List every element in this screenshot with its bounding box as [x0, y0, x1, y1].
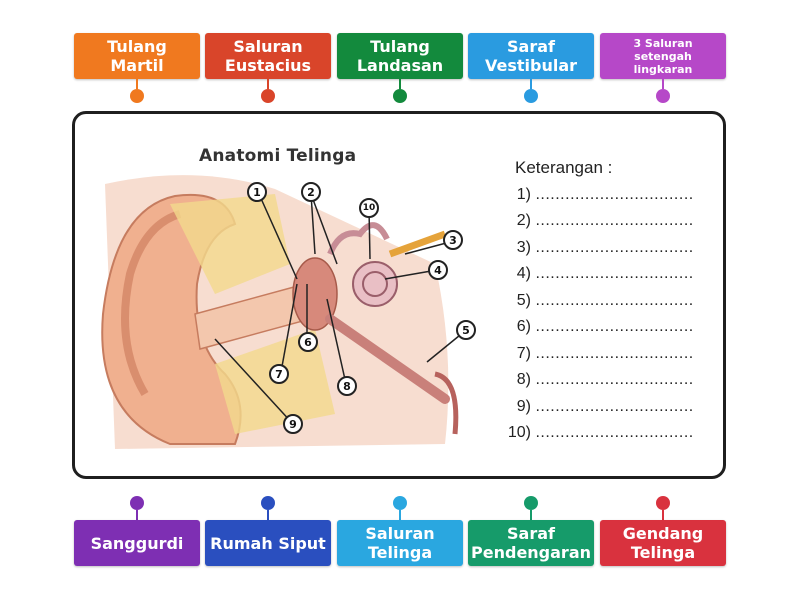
bottom-tile-saraf-pendengaran[interactable]: Saraf Pendengaran — [468, 520, 594, 566]
diagram-title: Anatomi Telinga — [199, 146, 357, 166]
top-tile-saraf-vestibular[interactable]: Saraf Vestibular — [468, 33, 594, 79]
drop-point[interactable] — [656, 89, 670, 103]
legend-item: 6) ................................ — [516, 318, 694, 335]
label-marker: 9 — [283, 414, 303, 434]
legend-item: 7) ................................ — [516, 345, 694, 362]
legend-item: 4) ................................ — [516, 265, 694, 282]
label-marker: 6 — [298, 332, 318, 352]
drop-point[interactable] — [130, 89, 144, 103]
label-marker: 7 — [269, 364, 289, 384]
legend-item: 5) ................................ — [516, 292, 694, 309]
legend-item: 2) ................................ — [516, 212, 694, 229]
legend-item: 1) ................................ — [516, 186, 694, 203]
drop-point[interactable] — [261, 89, 275, 103]
drop-point[interactable] — [130, 496, 144, 510]
tile-connector — [530, 510, 532, 520]
tile-connector — [399, 510, 401, 520]
label-marker: 2 — [301, 182, 321, 202]
tile-connector — [136, 79, 138, 89]
label-marker: 10 — [359, 198, 379, 218]
bottom-tile-gendang-telinga[interactable]: Gendang Telinga — [600, 520, 726, 566]
tile-connector — [399, 79, 401, 89]
drop-point[interactable] — [393, 89, 407, 103]
tile-connector — [662, 79, 664, 89]
top-tile-tulang-martil[interactable]: Tulang Martil — [74, 33, 200, 79]
drop-point[interactable] — [261, 496, 275, 510]
legend-heading: Keterangan : — [515, 158, 613, 177]
legend-item: 8) ................................ — [516, 371, 694, 388]
ear-illustration — [101, 175, 466, 449]
legend-item: 3) ................................ — [516, 239, 694, 256]
top-tile-saluran-eustacius[interactable]: Saluran Eustacius — [205, 33, 331, 79]
label-marker: 8 — [337, 376, 357, 396]
top-tile-saluran-setengah-lingkaran[interactable]: 3 Saluran setengah lingkaran — [600, 33, 726, 79]
bottom-tile-rumah-siput[interactable]: Rumah Siput — [205, 520, 331, 566]
drop-point[interactable] — [524, 496, 538, 510]
label-marker: 1 — [247, 182, 267, 202]
label-marker: 4 — [428, 260, 448, 280]
legend-item: 9) ................................ — [516, 398, 694, 415]
drop-point[interactable] — [393, 496, 407, 510]
label-marker: 5 — [456, 320, 476, 340]
tile-connector — [662, 510, 664, 520]
legend-item: 10) ................................ — [507, 424, 694, 441]
bottom-tile-sanggurdi[interactable]: Sanggurdi — [74, 520, 200, 566]
drop-point[interactable] — [524, 89, 538, 103]
tile-connector — [530, 79, 532, 89]
tile-connector — [267, 510, 269, 520]
tile-connector — [136, 510, 138, 520]
top-tile-tulang-landasan[interactable]: Tulang Landasan — [337, 33, 463, 79]
bottom-tile-saluran-telinga[interactable]: Saluran Telinga — [337, 520, 463, 566]
diagram-board: Anatomi Telinga 1 2 10 3 4 5 6 7 8 9 Ket… — [72, 111, 726, 479]
label-marker: 3 — [443, 230, 463, 250]
drop-point[interactable] — [656, 496, 670, 510]
tile-connector — [267, 79, 269, 89]
